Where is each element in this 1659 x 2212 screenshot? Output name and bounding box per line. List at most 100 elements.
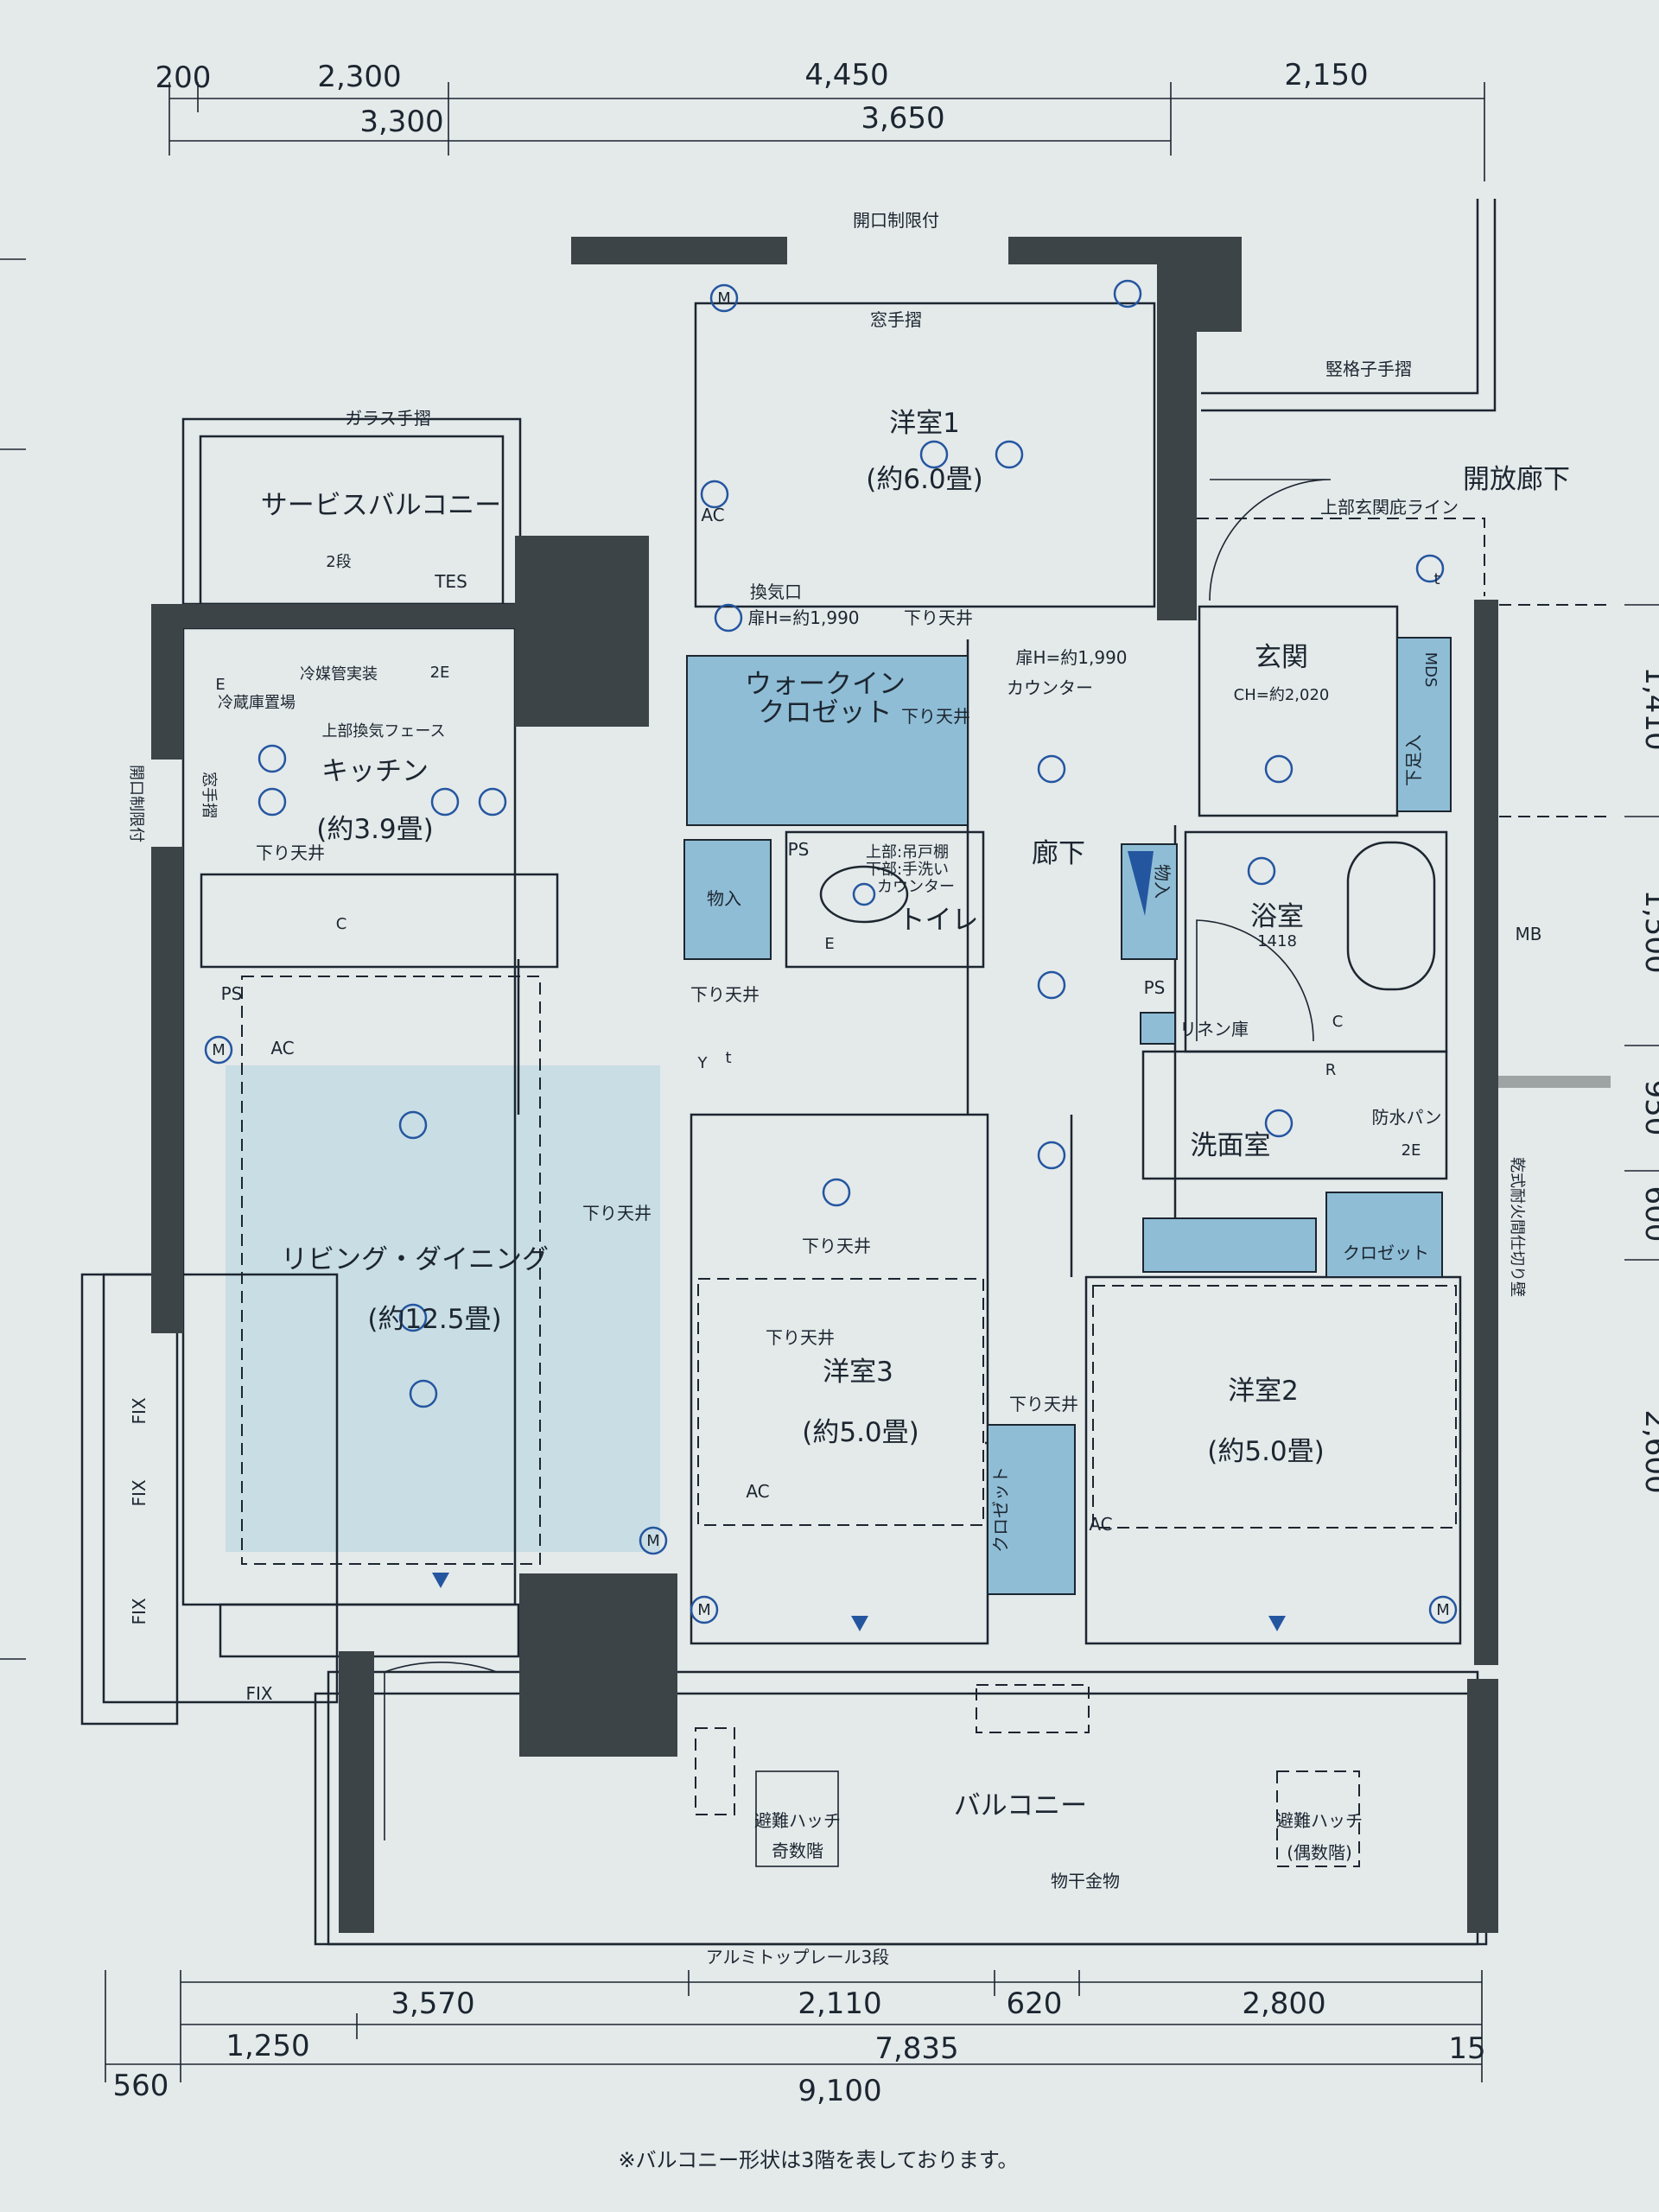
label-toilet-note1: 上部:吊戸棚 — [866, 843, 949, 861]
label-e-kitchen: E — [215, 676, 225, 694]
window-marker — [1268, 1616, 1286, 1631]
dim-bottom-2800: 2,800 — [1242, 1986, 1325, 2021]
label-lowered-ceiling-living: 下り天井 — [582, 1203, 652, 1224]
closet-western3 — [987, 1424, 1076, 1595]
dim-top-2300: 2,300 — [317, 60, 401, 94]
label-lowered-ceiling-kitchen: 下り天井 — [256, 842, 325, 863]
dim-bottom-9100: 9,100 — [798, 2074, 881, 2108]
storage-triangle — [1128, 851, 1154, 916]
dim-bottom-3570: 3,570 — [391, 1986, 474, 2021]
dim-right-950: 950 — [1638, 1080, 1659, 1136]
room-western1-size: (約6.0畳) — [866, 464, 983, 495]
label-mds: MDS — [1421, 652, 1440, 688]
dim-top-3650: 3,650 — [861, 101, 944, 136]
window-marker — [851, 1616, 868, 1631]
label-2e-kitchen: 2E — [430, 664, 450, 682]
label-m-2: M — [212, 1041, 226, 1059]
fixture-markers — [204, 279, 1458, 1624]
label-fire-wall: 乾式耐火間仕切り壁 — [1508, 1157, 1526, 1297]
label-m-1: M — [717, 289, 731, 308]
label-lowered-ceiling-1: 下り天井 — [904, 607, 973, 628]
dim-bottom-560: 560 — [113, 2069, 169, 2103]
bottom-dimension-lines — [105, 1970, 1483, 2082]
room-western1-name: 洋室1 — [889, 408, 960, 439]
toilet-bowl — [819, 865, 909, 924]
label-lowered-ceiling-2: 下り天井 — [901, 706, 970, 727]
dim-top-200: 200 — [156, 60, 212, 95]
label-lowered-ceiling-western3: 下り天井 — [766, 1327, 835, 1348]
dim-right-1500: 1,500 — [1638, 889, 1659, 973]
closet-washroom — [1325, 1192, 1443, 1278]
dim-bottom-1250: 1,250 — [226, 2029, 309, 2063]
room-open-corridor: 開放廊下 — [1463, 464, 1570, 495]
label-ac-western1: AC — [701, 505, 724, 525]
room-washroom: 洗面室 — [1191, 1130, 1271, 1161]
label-closet-western3: クロゼット — [990, 1466, 1011, 1553]
label-fix-4: FIX — [245, 1683, 272, 1704]
room-entrance-ch: CH=約2,020 — [1234, 686, 1330, 704]
storage-hall — [1121, 843, 1178, 960]
label-tes: TES — [434, 571, 467, 592]
label-ac-western2: AC — [1089, 1514, 1112, 1535]
label-ac-living: AC — [270, 1038, 294, 1058]
label-linen: リネン庫 — [1179, 1019, 1249, 1039]
label-fridge: 冷蔵庫置場 — [218, 694, 296, 712]
label-two-step: 2段 — [326, 553, 351, 571]
shoe-storage — [1396, 637, 1452, 812]
room-corridor: 廊下 — [1032, 838, 1085, 869]
top-dimension-lines — [168, 82, 1485, 181]
label-storage-hall: 物入 — [1152, 864, 1173, 899]
room-western2-size: (約5.0畳) — [1207, 1436, 1325, 1467]
hatch-even — [1276, 1770, 1360, 1867]
dim-right-1410: 1,410 — [1638, 666, 1659, 750]
room-kitchen-size: (約3.9畳) — [316, 814, 434, 845]
footnote: ※バルコニー形状は3階を表しております。 — [618, 2148, 1018, 2172]
room-living-name: リビング・ダイニング — [281, 1244, 549, 1275]
room-bath-code: 1418 — [1257, 932, 1297, 950]
label-ac-western3: AC — [746, 1481, 769, 1502]
structural-walls — [151, 237, 1611, 1933]
label-ps-toilet: PS — [788, 839, 810, 860]
balcony-door — [384, 1662, 498, 1840]
walk-in-closet — [686, 655, 969, 826]
room-western3-size: (約5.0畳) — [802, 1417, 919, 1448]
dim-bottom-620: 620 — [1007, 1986, 1063, 2021]
label-ps-kitchen: PS — [221, 983, 243, 1004]
label-m-3: M — [646, 1532, 660, 1550]
label-lowered-ceiling-closet: 下り天井 — [1009, 1394, 1078, 1414]
label-eave-line: 上部玄関庇ライン — [1320, 497, 1459, 518]
dim-bottom-2110: 2,110 — [798, 1986, 881, 2021]
dim-bottom-7835: 7,835 — [874, 2031, 958, 2066]
dim-top-2150: 2,150 — [1284, 58, 1368, 92]
label-vent-face: 上部換気フェース — [321, 722, 445, 741]
dim-bottom-15: 15 — [1448, 2031, 1485, 2066]
dim-top-3300: 3,300 — [359, 105, 443, 139]
dashed-lines — [241, 518, 1607, 1815]
room-bath-name: 浴室 — [1250, 901, 1304, 932]
label-opening-limit-left: 開口制限付 — [127, 765, 145, 842]
room-kitchen-name: キッチン — [321, 756, 429, 787]
room-wic-line2: クロゼット — [759, 697, 893, 728]
label-toilet-note3: カウンター — [877, 878, 955, 896]
label-y: Y — [697, 1054, 709, 1072]
label-glass-rail: ガラス手摺 — [345, 408, 431, 429]
bath-door — [1196, 919, 1314, 1042]
label-lowered-ceiling-hall: 下り天井 — [690, 984, 760, 1005]
label-even-floor: (偶数階) — [1287, 1842, 1352, 1863]
bathtub — [1346, 841, 1436, 991]
label-hatch-even: 避難ハッチ — [1276, 1810, 1363, 1831]
room-living-size: (約12.5畳) — [367, 1304, 501, 1335]
label-door-height-1: 扉H=約1,990 — [747, 607, 859, 628]
label-opening-limit-top: 開口制限付 — [853, 210, 939, 231]
label-m-4: M — [697, 1601, 711, 1619]
label-toilet-note2: 下部:手洗い — [866, 861, 949, 879]
label-storage-left: 物入 — [707, 888, 741, 909]
label-e-toilet: E — [824, 935, 834, 953]
label-c-kitchen: C — [336, 915, 347, 933]
label-waterproof-pan: 防水パン — [1372, 1107, 1442, 1128]
label-hatch-odd: 避難ハッチ — [754, 1810, 841, 1831]
label-t-entrance: t — [1433, 570, 1440, 588]
label-fix-3: FIX — [129, 1598, 149, 1624]
label-window-rail-left: 窓手摺 — [200, 772, 218, 818]
